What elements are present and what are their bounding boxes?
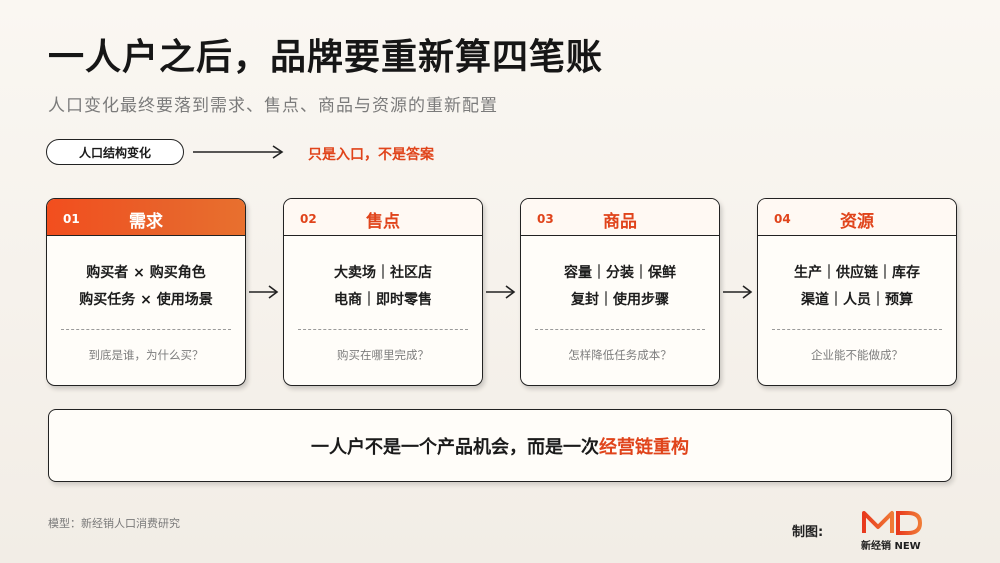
dashed-divider bbox=[535, 329, 705, 330]
arrow-right-icon bbox=[723, 285, 753, 299]
card-line: 生产｜供应链｜库存 bbox=[794, 265, 920, 281]
key-point-note: 只是入口，不是答案 bbox=[308, 147, 434, 163]
card-demand: 01 需求 购买者 × 购买角色 购买任务 × 使用场景 到底是谁，为什么买？ bbox=[46, 198, 246, 386]
card-line: 购买任务 × 使用场景 bbox=[79, 292, 213, 308]
card-title: 资源 bbox=[840, 212, 874, 232]
card-header: 02 售点 bbox=[284, 199, 482, 236]
card-title: 售点 bbox=[366, 212, 400, 232]
long-arrow-icon bbox=[193, 145, 284, 159]
card-question: 怎样降低任务成本？ bbox=[568, 348, 672, 362]
card-question: 到底是谁，为什么买？ bbox=[88, 348, 204, 362]
logo-text: 新经销 NEW bbox=[861, 541, 921, 552]
arrow-right-icon bbox=[486, 285, 516, 299]
summary-text: 一人户不是一个产品机会，而是一次 bbox=[311, 436, 599, 458]
card-question: 购买在哪里完成？ bbox=[337, 348, 429, 362]
card-header: 03 商品 bbox=[521, 199, 719, 236]
card-line: 容量｜分装｜保鲜 bbox=[564, 265, 676, 281]
card-resources: 04 资源 生产｜供应链｜库存 渠道｜人员｜预算 企业能不能做成？ bbox=[757, 198, 957, 386]
brand-logo-icon bbox=[862, 511, 923, 535]
card-line: 大卖场｜社区店 bbox=[334, 265, 432, 281]
card-header: 01 需求 bbox=[47, 199, 245, 236]
card-line: 电商｜即时零售 bbox=[334, 292, 432, 308]
card-body: 购买者 × 购买角色 购买任务 × 使用场景 bbox=[47, 260, 245, 314]
card-header: 04 资源 bbox=[758, 199, 956, 236]
dashed-divider bbox=[772, 329, 942, 330]
arrow-right-icon bbox=[249, 285, 279, 299]
card-body: 容量｜分装｜保鲜 复封｜使用步骤 bbox=[521, 260, 719, 314]
card-product: 03 商品 容量｜分装｜保鲜 复封｜使用步骤 怎样降低任务成本？ bbox=[520, 198, 720, 386]
card-line: 渠道｜人员｜预算 bbox=[801, 292, 913, 308]
credit-label: 制图: bbox=[792, 525, 824, 540]
card-number: 03 bbox=[537, 212, 554, 226]
page-subtitle: 人口变化最终要落到需求、售点、商品与资源的重新配置 bbox=[48, 96, 498, 116]
card-channel: 02 售点 大卖场｜社区店 电商｜即时零售 购买在哪里完成？ bbox=[283, 198, 483, 386]
page-title: 一人户之后，品牌要重新算四笔账 bbox=[48, 37, 604, 78]
card-body: 生产｜供应链｜库存 渠道｜人员｜预算 bbox=[758, 260, 956, 314]
card-title: 商品 bbox=[603, 212, 637, 232]
card-question: 企业能不能做成？ bbox=[811, 348, 903, 362]
card-number: 01 bbox=[63, 212, 80, 226]
dashed-divider bbox=[61, 329, 231, 330]
card-number: 02 bbox=[300, 212, 317, 226]
source-note: 模型：新经销人口消费研究 bbox=[48, 517, 180, 530]
card-line: 购买者 × 购买角色 bbox=[86, 265, 206, 281]
summary-box: 一人户不是一个产品机会，而是一次经营链重构 bbox=[48, 409, 952, 482]
card-number: 04 bbox=[774, 212, 791, 226]
card-line: 复封｜使用步骤 bbox=[571, 292, 669, 308]
card-body: 大卖场｜社区店 电商｜即时零售 bbox=[284, 260, 482, 314]
dashed-divider bbox=[298, 329, 468, 330]
summary-highlight: 经营链重构 bbox=[599, 436, 689, 458]
population-change-pill: 人口结构变化 bbox=[46, 139, 184, 165]
card-title: 需求 bbox=[129, 212, 163, 232]
